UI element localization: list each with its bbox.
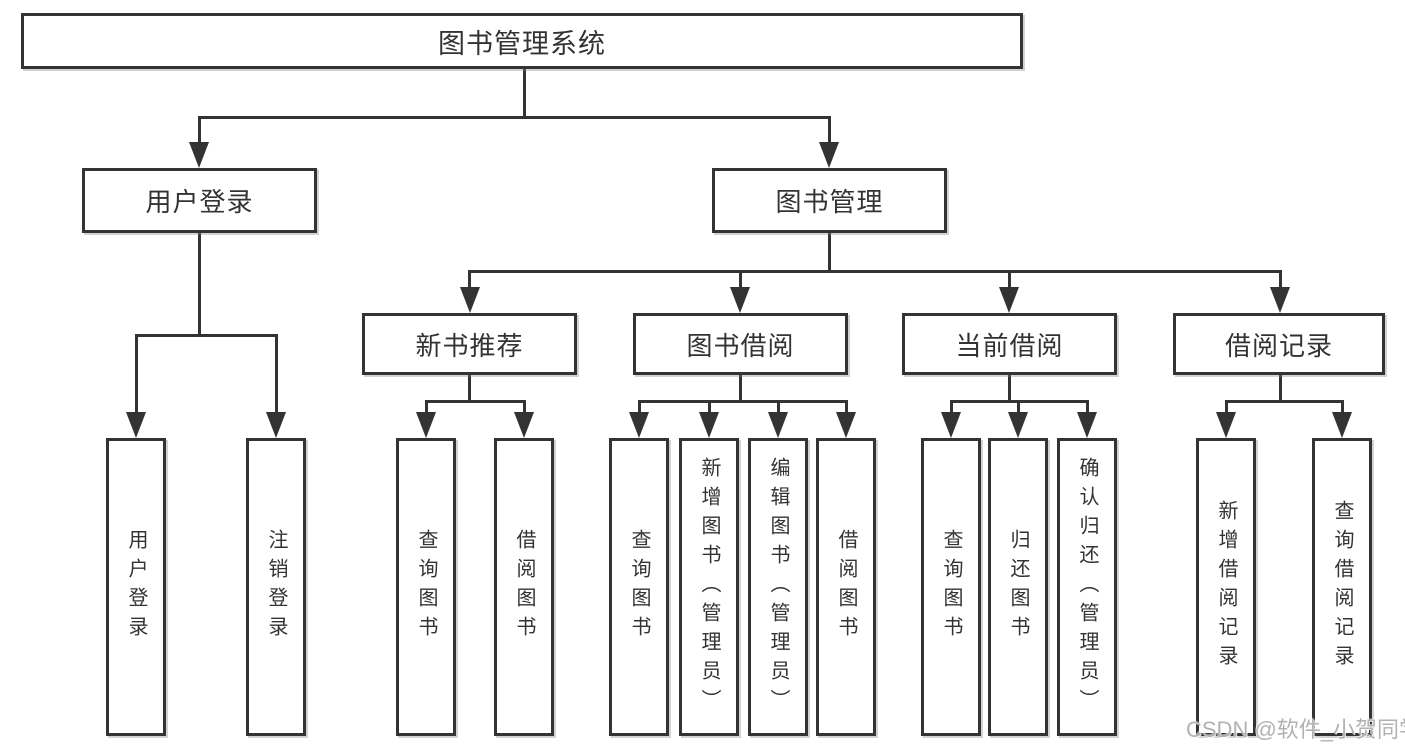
arrow-down-icon — [768, 412, 788, 438]
arrow-down-icon — [1077, 412, 1097, 438]
leaf-borrow-books: 借阅图书 — [816, 438, 876, 736]
connector-borrow-stem — [739, 270, 742, 287]
arrow-down-icon — [514, 412, 534, 438]
connector-user-login-down — [198, 233, 201, 337]
connector-book-mgmt-stem — [828, 116, 831, 142]
arrow-down-icon — [1216, 412, 1236, 438]
arrow-down-icon — [999, 287, 1019, 313]
connector-leaf-stem — [777, 400, 780, 412]
leaf-confirm-return-admin-label: 确认归还（管理员） — [1076, 456, 1098, 718]
arrow-down-icon — [836, 412, 856, 438]
connector-borrow-down — [739, 375, 742, 403]
connector-leaf-stem — [1225, 400, 1228, 412]
connector-root-bar — [198, 116, 830, 119]
connector-leaf-stem — [638, 400, 641, 412]
connector-leaf-stem — [845, 400, 848, 412]
csdn-watermark: CSDN @软件_小贺同学 — [1186, 717, 1405, 742]
arrow-down-icon — [1008, 412, 1028, 438]
node-current-borrowing-label: 当前借阅 — [955, 330, 1064, 361]
connector-user-login-bar — [135, 334, 278, 337]
leaf-recommend-borrow-books-label: 借阅图书 — [513, 529, 535, 645]
connector-user-login-stem — [198, 116, 201, 142]
node-book-borrowing-label: 图书借阅 — [686, 330, 795, 361]
node-current-borrowing: 当前借阅 — [902, 313, 1117, 375]
leaf-current-query-books: 查询图书 — [921, 438, 981, 736]
connector-leaf-stem — [425, 400, 428, 412]
node-borrowing-records-label: 借阅记录 — [1224, 330, 1333, 361]
node-new-book-recommend: 新书推荐 — [362, 313, 577, 375]
connector-new-book-stem — [468, 270, 471, 287]
connector-leaf-stem — [1017, 400, 1020, 412]
connector-book-mgmt-down — [828, 233, 831, 273]
leaf-borrow-books-label: 借阅图书 — [835, 529, 857, 645]
connector-leaf-stem — [950, 400, 953, 412]
leaf-recommend-borrow-books: 借阅图书 — [494, 438, 554, 736]
leaf-user-login: 用户登录 — [106, 438, 166, 736]
leaf-add-borrow-record: 新增借阅记录 — [1196, 438, 1256, 736]
arrow-down-icon — [189, 142, 209, 168]
connector-current-down — [1008, 375, 1011, 403]
leaf-current-query-books-label: 查询图书 — [940, 529, 962, 645]
connector-leaf-stem — [708, 400, 711, 412]
arrow-down-icon — [941, 412, 961, 438]
connector-records-bar — [1225, 400, 1343, 403]
connector-leaf-stem — [523, 400, 526, 412]
connector-leaf-stem — [135, 334, 138, 412]
arrow-down-icon — [266, 412, 286, 438]
leaf-query-borrow-record: 查询借阅记录 — [1312, 438, 1372, 736]
node-user-login-label: 用户登录 — [145, 187, 254, 217]
leaf-borrow-query-books: 查询图书 — [609, 438, 669, 736]
arrow-down-icon — [819, 142, 839, 168]
arrow-down-icon — [1332, 412, 1352, 438]
connector-current-stem — [1008, 270, 1011, 287]
connector-new-book-bar — [425, 400, 525, 403]
node-book-borrowing: 图书借阅 — [633, 313, 848, 375]
leaf-add-borrow-record-label: 新增借阅记录 — [1215, 500, 1237, 674]
leaf-edit-books-admin: 编辑图书（管理员） — [748, 438, 808, 736]
arrow-down-icon — [629, 412, 649, 438]
connector-level3-bar — [468, 270, 1282, 273]
node-root: 图书管理系统 — [21, 13, 1023, 69]
arrow-down-icon — [460, 287, 480, 313]
connector-new-book-down — [468, 375, 471, 403]
leaf-add-books-admin-label: 新增图书（管理员） — [698, 456, 720, 718]
connector-leaf-stem — [1341, 400, 1344, 412]
arrow-down-icon — [416, 412, 436, 438]
node-borrowing-records: 借阅记录 — [1173, 313, 1385, 375]
leaf-borrow-query-books-label: 查询图书 — [628, 529, 650, 645]
arrow-down-icon — [1270, 287, 1290, 313]
leaf-edit-books-admin-label: 编辑图书（管理员） — [767, 456, 789, 718]
connector-leaf-stem — [1086, 400, 1089, 412]
arrow-down-icon — [699, 412, 719, 438]
node-book-management-label: 图书管理 — [775, 187, 884, 217]
leaf-add-books-admin: 新增图书（管理员） — [679, 438, 739, 736]
node-root-label: 图书管理系统 — [438, 28, 606, 59]
leaf-logout-label: 注销登录 — [265, 529, 287, 645]
connector-leaf-stem — [275, 334, 278, 412]
leaf-recommend-query-books-label: 查询图书 — [415, 529, 437, 645]
connector-records-down — [1279, 375, 1282, 403]
connector-root-stem — [523, 69, 526, 118]
leaf-return-books: 归还图书 — [988, 438, 1048, 736]
node-book-management: 图书管理 — [712, 168, 947, 233]
leaf-return-books-label: 归还图书 — [1007, 529, 1029, 645]
leaf-confirm-return-admin: 确认归还（管理员） — [1057, 438, 1117, 736]
node-new-book-recommend-label: 新书推荐 — [415, 330, 524, 361]
leaf-logout: 注销登录 — [246, 438, 306, 736]
arrow-down-icon — [730, 287, 750, 313]
leaf-recommend-query-books: 查询图书 — [396, 438, 456, 736]
leaf-user-login-label: 用户登录 — [125, 529, 147, 645]
connector-borrow-bar — [638, 400, 847, 403]
node-user-login: 用户登录 — [82, 168, 317, 233]
arrow-down-icon — [126, 412, 146, 438]
leaf-query-borrow-record-label: 查询借阅记录 — [1331, 500, 1353, 674]
connector-records-stem — [1279, 270, 1282, 287]
